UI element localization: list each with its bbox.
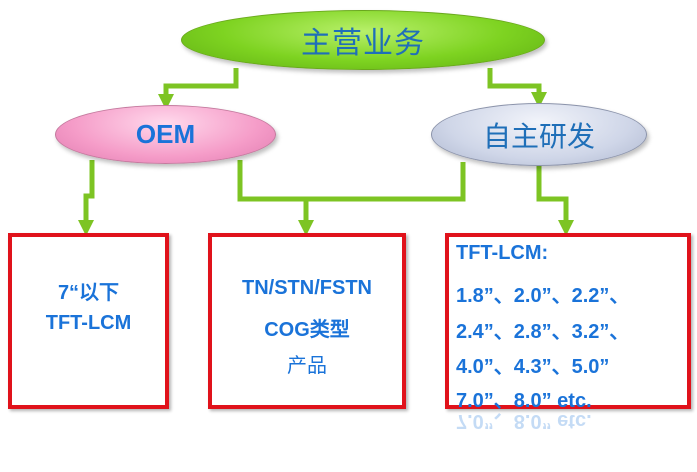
connector-rd-to-box3 <box>536 166 575 237</box>
cog-product-line-3: 产品 <box>287 353 327 377</box>
tft-size-line-5-reflection: 7.0”、8.0” etc. <box>456 410 592 432</box>
connector-rd-to-box2 <box>306 162 466 202</box>
tft-size-line-5: 7.0”、8.0” etc. <box>456 390 592 412</box>
connector-oem-to-box2 <box>237 160 315 237</box>
tft-size-line-3: 2.4”、2.8”、3.2”、 <box>456 321 630 343</box>
tft-size-line-2: 1.8”、2.0”、2.2”、 <box>456 285 630 307</box>
connector-main-to-rd <box>487 68 548 109</box>
main-business-label: 主营业务 <box>301 26 425 61</box>
connector-main-to-oem <box>157 68 239 111</box>
independent-rd-node: 自主研发 <box>431 103 647 166</box>
tft-size-line-1: TFT-LCM: <box>456 242 549 264</box>
main-business-node: 主营业务 <box>181 10 545 70</box>
oem-label: OEM <box>135 119 196 149</box>
connector-oem-to-box1 <box>77 160 95 237</box>
cog-product-line-1: TN/STN/FSTN <box>242 277 372 299</box>
cog-product-box <box>208 233 406 409</box>
tft-size-line-4: 4.0”、4.3”、5.0” <box>456 356 610 378</box>
cog-product-line-2: COG类型 <box>264 319 350 341</box>
oem-product-box <box>8 233 169 409</box>
oem-product-line-1: 7“以下 <box>57 282 120 304</box>
independent-rd-label: 自主研发 <box>482 119 595 153</box>
oem-product-line-2: TFT-LCM <box>45 312 132 334</box>
oem-node: OEM <box>55 105 276 164</box>
tft-size-box <box>445 233 691 409</box>
